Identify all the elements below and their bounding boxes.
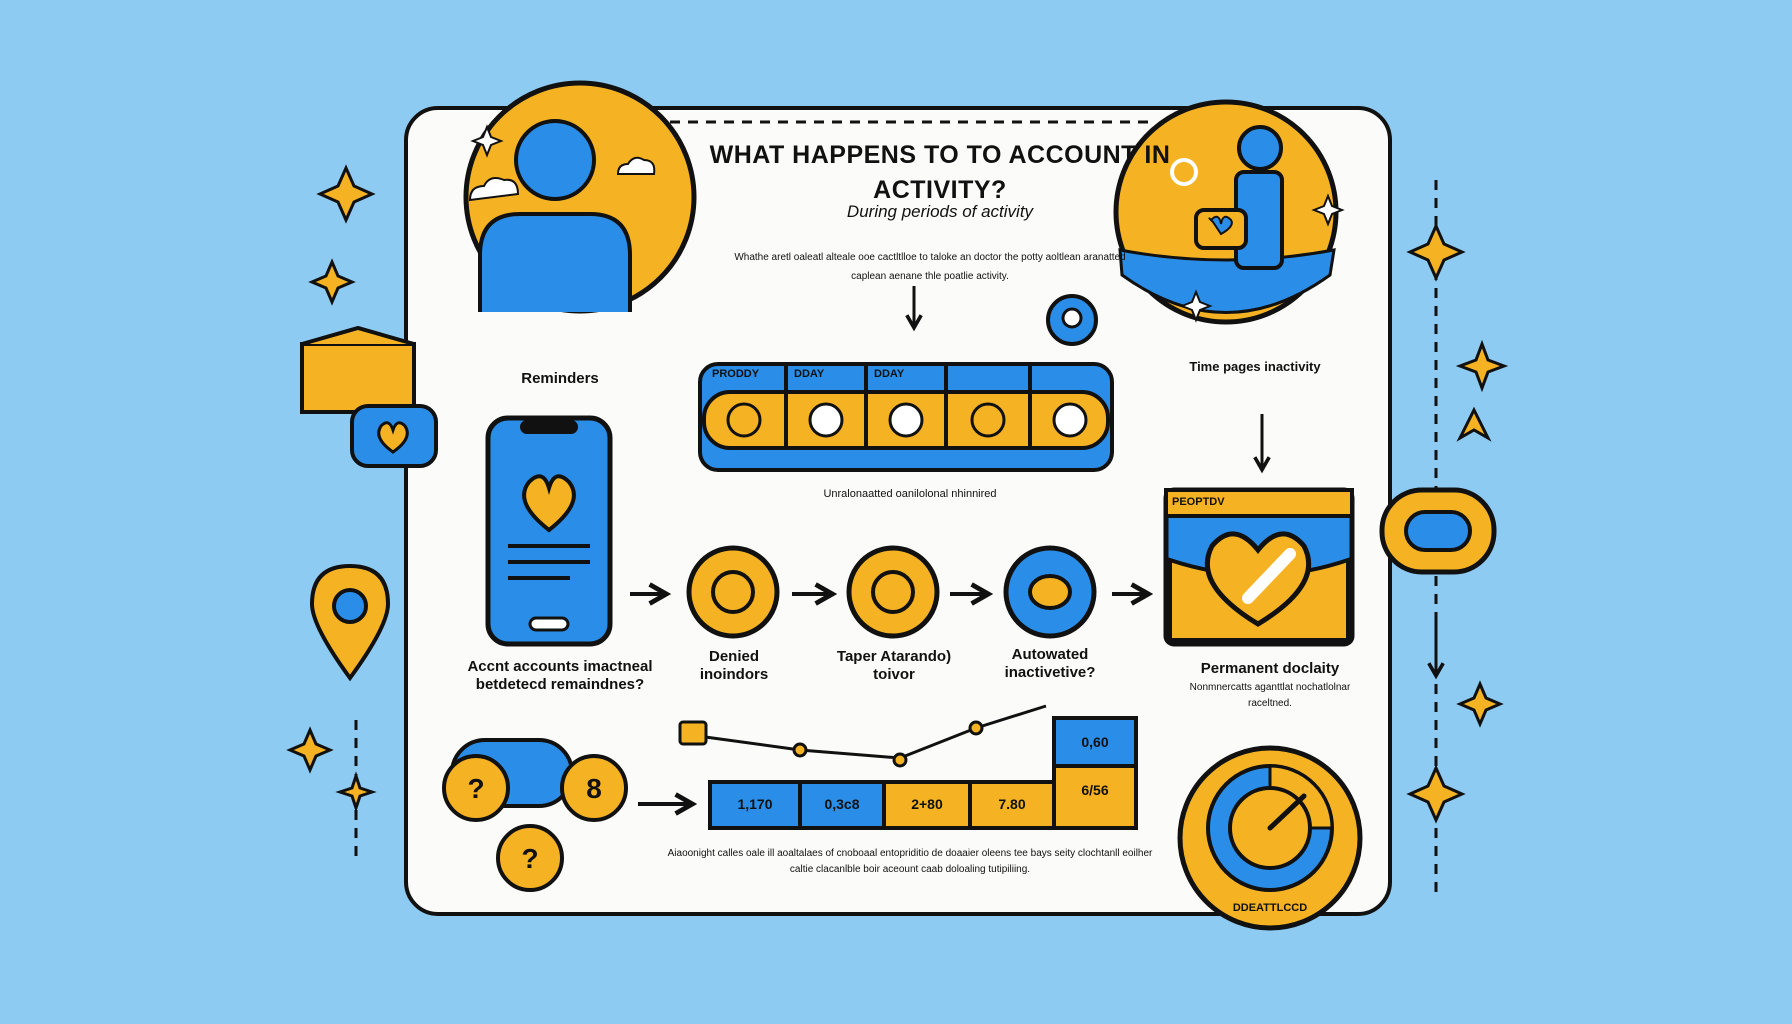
- timeline-tab: DDAY: [794, 368, 825, 380]
- permanent-label: Permanent doclaity: [1200, 660, 1340, 677]
- heart-icon: [522, 474, 576, 533]
- timeline-tab: DDAY: [874, 368, 905, 380]
- question-icon: [496, 824, 564, 892]
- taper-label: Taper Atarando) toivor: [836, 648, 952, 683]
- svg-text:?: ?: [467, 773, 484, 804]
- reminders-label: Reminders: [521, 370, 599, 387]
- sparkle-icon: [1456, 680, 1504, 728]
- footer-note: Aiaoonight calles oale ill aoaltalaes of…: [667, 848, 1153, 875]
- cloud-icon: [616, 156, 656, 175]
- sparkle-icon: [308, 258, 356, 306]
- svg-text:?: ?: [521, 843, 538, 874]
- window-tab: PEOPTDV: [1172, 496, 1225, 508]
- sparkle-icon: [316, 164, 376, 224]
- question-icon: [442, 754, 510, 822]
- person-icon: [478, 119, 632, 312]
- chat-icon: [350, 404, 438, 468]
- automated-label: Autowated inactivetive?: [1004, 646, 1096, 681]
- arrow-icon: [1456, 406, 1492, 442]
- value-bar-row: [638, 704, 1138, 830]
- heart-window: [1163, 487, 1355, 647]
- value-label: 1,170: [737, 796, 773, 812]
- location-chat-icon: [1046, 294, 1098, 346]
- left-decorations: [286, 164, 438, 860]
- value-label: 7.80: [998, 796, 1026, 812]
- cloud-icon: [468, 177, 520, 202]
- sparkle-icon: [1406, 764, 1466, 824]
- person-circle-left: [463, 80, 697, 314]
- person-icon: [1234, 125, 1284, 270]
- sparkle-icon: [335, 771, 377, 813]
- denied-label: Denied inoindors: [699, 648, 769, 683]
- chat-icon: [1194, 208, 1248, 250]
- value-label: 0,3c8: [824, 796, 860, 812]
- time-pause-label: Time pages inactivity: [1189, 359, 1321, 374]
- phone-icon: [485, 415, 613, 647]
- sparkle-icon: [1455, 339, 1509, 393]
- timeline-strip: [698, 362, 1114, 472]
- sparkle-icon: [286, 726, 334, 774]
- sparkle-icon: [1311, 193, 1345, 227]
- page-title: WHAT HAPPENS TO TO ACCOUNT IN ACTIVITY?: [709, 141, 1171, 204]
- dial-label: DDEATTLCCD: [1232, 902, 1308, 914]
- sparkle-icon: [1179, 289, 1213, 323]
- right-decorations: [1379, 180, 1509, 900]
- chat-icon: [1379, 487, 1497, 575]
- question-icon: [560, 754, 628, 822]
- map-pin-icon: [309, 563, 391, 682]
- timeline-tab: PRODDY: [712, 368, 760, 380]
- page-subtitle: During periods of activity: [846, 202, 1034, 221]
- envelope-icon: [300, 325, 416, 414]
- person-circle-right: [1113, 99, 1345, 325]
- permanent-note: Nonmnercatts aganttlat nochatlolnar race…: [1189, 682, 1351, 709]
- question-cycle: ? 8 ?: [442, 738, 628, 892]
- dial-icon: [1177, 745, 1363, 931]
- sparkle-icon: [470, 124, 504, 158]
- flow-row: [630, 545, 1154, 639]
- unanswered-label: Unralonaatted oanilolonal nhinnired: [823, 488, 997, 500]
- sparkle-icon: [1406, 222, 1466, 282]
- value-label: 6/56: [1081, 782, 1109, 798]
- intro-blurb: Whathe aretl oaleatl alteale ooe cactltl…: [734, 252, 1126, 282]
- accounts-label: Accnt accounts imactneal betdetecd remai…: [467, 658, 653, 693]
- value-label: 0,60: [1081, 734, 1109, 750]
- svg-text:8: 8: [586, 773, 602, 804]
- value-label: 2+80: [911, 796, 943, 812]
- timeline-markers: [726, 402, 1088, 438]
